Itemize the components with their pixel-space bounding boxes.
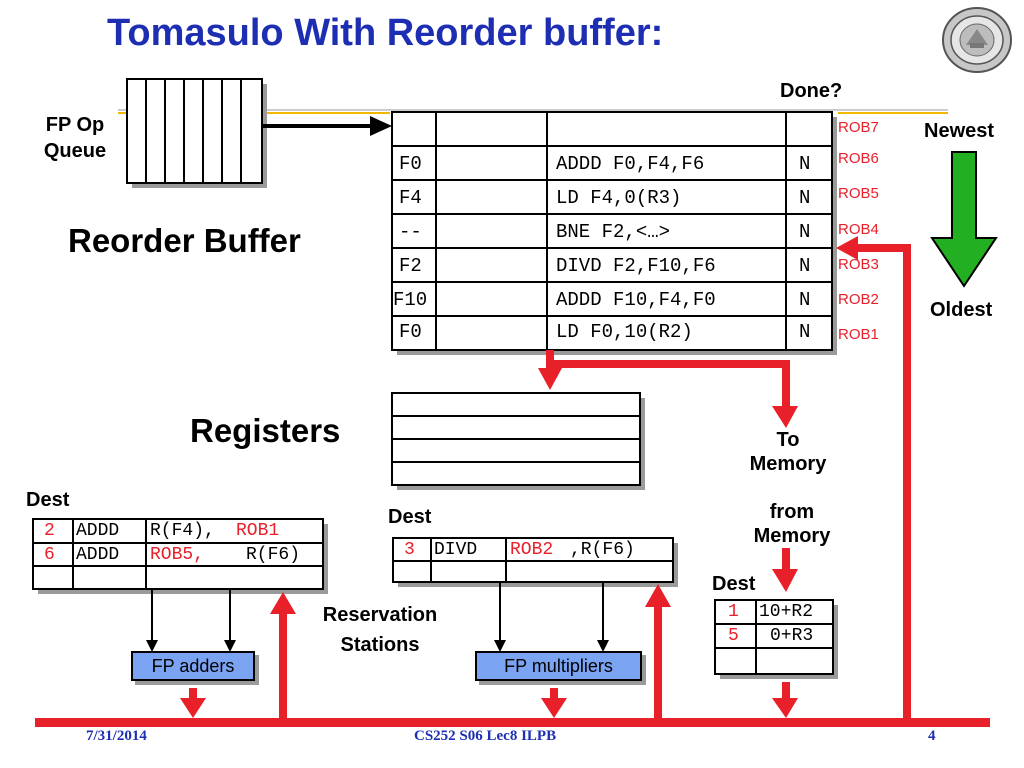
from-memory-label-line2: Memory <box>753 525 831 547</box>
load-dest-label: Dest <box>712 573 756 595</box>
common-data-bus <box>35 236 990 727</box>
adder-reservation-stations <box>32 518 328 594</box>
rs-dest-tag: 6 <box>44 545 55 565</box>
fp-op-queue <box>126 78 267 188</box>
oldest-label: Oldest <box>930 299 993 321</box>
rs-source2: ROB1 <box>236 521 280 541</box>
footer-course: CS252 S06 Lec8 ILPB <box>414 728 557 744</box>
load-dest-tag: 1 <box>728 602 739 622</box>
rob-dest: F4 <box>399 187 422 209</box>
rob-instruction: ADDD F10,F4,F0 <box>556 289 716 311</box>
rob-entry-id: ROB3 <box>838 256 879 273</box>
rs-dest-tag: 2 <box>44 521 55 541</box>
multiplier-reservation-stations <box>392 537 678 587</box>
to-memory-label-line2: Memory <box>749 453 827 475</box>
rob-dest: F0 <box>399 321 422 343</box>
from-memory-label-line1: from <box>769 501 815 523</box>
rob-entry-id: ROB1 <box>838 326 879 343</box>
load-dest-tag: 5 <box>728 626 739 646</box>
fp-op-queue-label-line2: Queue <box>43 140 107 162</box>
rs-dest-tag: 3 <box>404 540 415 560</box>
rs-source1: ROB5, <box>150 545 205 565</box>
rs-source2: R(F6) <box>246 545 301 565</box>
rob-entry-id: ROB4 <box>838 221 879 238</box>
rs-op: ADDD <box>76 545 120 565</box>
rob-entry-id: ROB7 <box>838 119 879 136</box>
slide-title: Tomasulo With Reorder buffer: <box>107 12 664 54</box>
footer-date: 7/31/2014 <box>86 728 147 744</box>
rob-instruction: BNE F2,<…> <box>556 221 671 243</box>
fp-op-queue-label: FP Op Queue <box>30 112 120 164</box>
to-memory-label-line1: To <box>776 429 800 451</box>
rob-done: N <box>799 289 811 311</box>
rob-done: N <box>799 153 811 175</box>
university-seal-icon <box>940 5 1015 75</box>
rob-instruction: DIVD F2,F10,F6 <box>556 255 716 277</box>
reservation-stations-label-line2: Stations <box>340 634 420 656</box>
load-buffers <box>714 599 838 679</box>
registers-label: Registers <box>190 412 341 449</box>
reorder-buffer-label: Reorder Buffer <box>68 222 301 259</box>
rs-op: DIVD <box>434 540 478 560</box>
fp-adders-unit: FP adders <box>131 651 255 681</box>
rob-done: N <box>799 221 811 243</box>
multiplier-dest-label: Dest <box>388 506 432 528</box>
rs-op: ADDD <box>76 521 120 541</box>
rob-instruction: LD F4,0(R3) <box>556 187 682 209</box>
rob-dest: -- <box>399 221 422 243</box>
rob-done: N <box>799 255 811 277</box>
load-address: 0+R3 <box>770 626 814 646</box>
rob-instruction: ADDD F0,F4,F6 <box>556 153 705 175</box>
newest-to-oldest-arrow <box>930 151 998 288</box>
rob-done: N <box>799 321 811 343</box>
queue-to-rob-arrow <box>262 116 392 136</box>
rs-source1: ROB2 <box>510 540 554 560</box>
register-file <box>391 392 645 490</box>
rs-to-fu-arrows <box>146 582 609 652</box>
fp-multipliers-unit: FP multipliers <box>475 651 642 681</box>
reservation-stations-label: Reservation Stations <box>300 600 460 660</box>
footer-page-number: 4 <box>928 728 936 744</box>
rob-entry-id: ROB5 <box>838 185 879 202</box>
rob-dest: F0 <box>399 153 422 175</box>
to-memory-label: To Memory <box>730 428 846 476</box>
rs-source1: R(F4), <box>150 521 215 541</box>
newest-label: Newest <box>924 120 995 142</box>
rob-dest: F2 <box>399 255 422 277</box>
done-column-label: Done? <box>780 80 843 102</box>
reservation-stations-label-line1: Reservation <box>322 604 438 626</box>
load-address: 10+R2 <box>759 602 814 622</box>
rob-dest: F10 <box>393 289 428 311</box>
rob-entry-id: ROB2 <box>838 291 879 308</box>
adder-dest-label: Dest <box>26 489 70 511</box>
rs-source2: ,R(F6) <box>570 540 635 560</box>
reorder-buffer-table <box>391 111 837 355</box>
rob-entry-id: ROB6 <box>838 150 879 167</box>
fp-op-queue-label-line1: FP Op <box>45 114 105 136</box>
from-memory-label: from Memory <box>734 500 850 548</box>
rob-done: N <box>799 187 811 209</box>
rob-instruction: LD F0,10(R2) <box>556 321 693 343</box>
